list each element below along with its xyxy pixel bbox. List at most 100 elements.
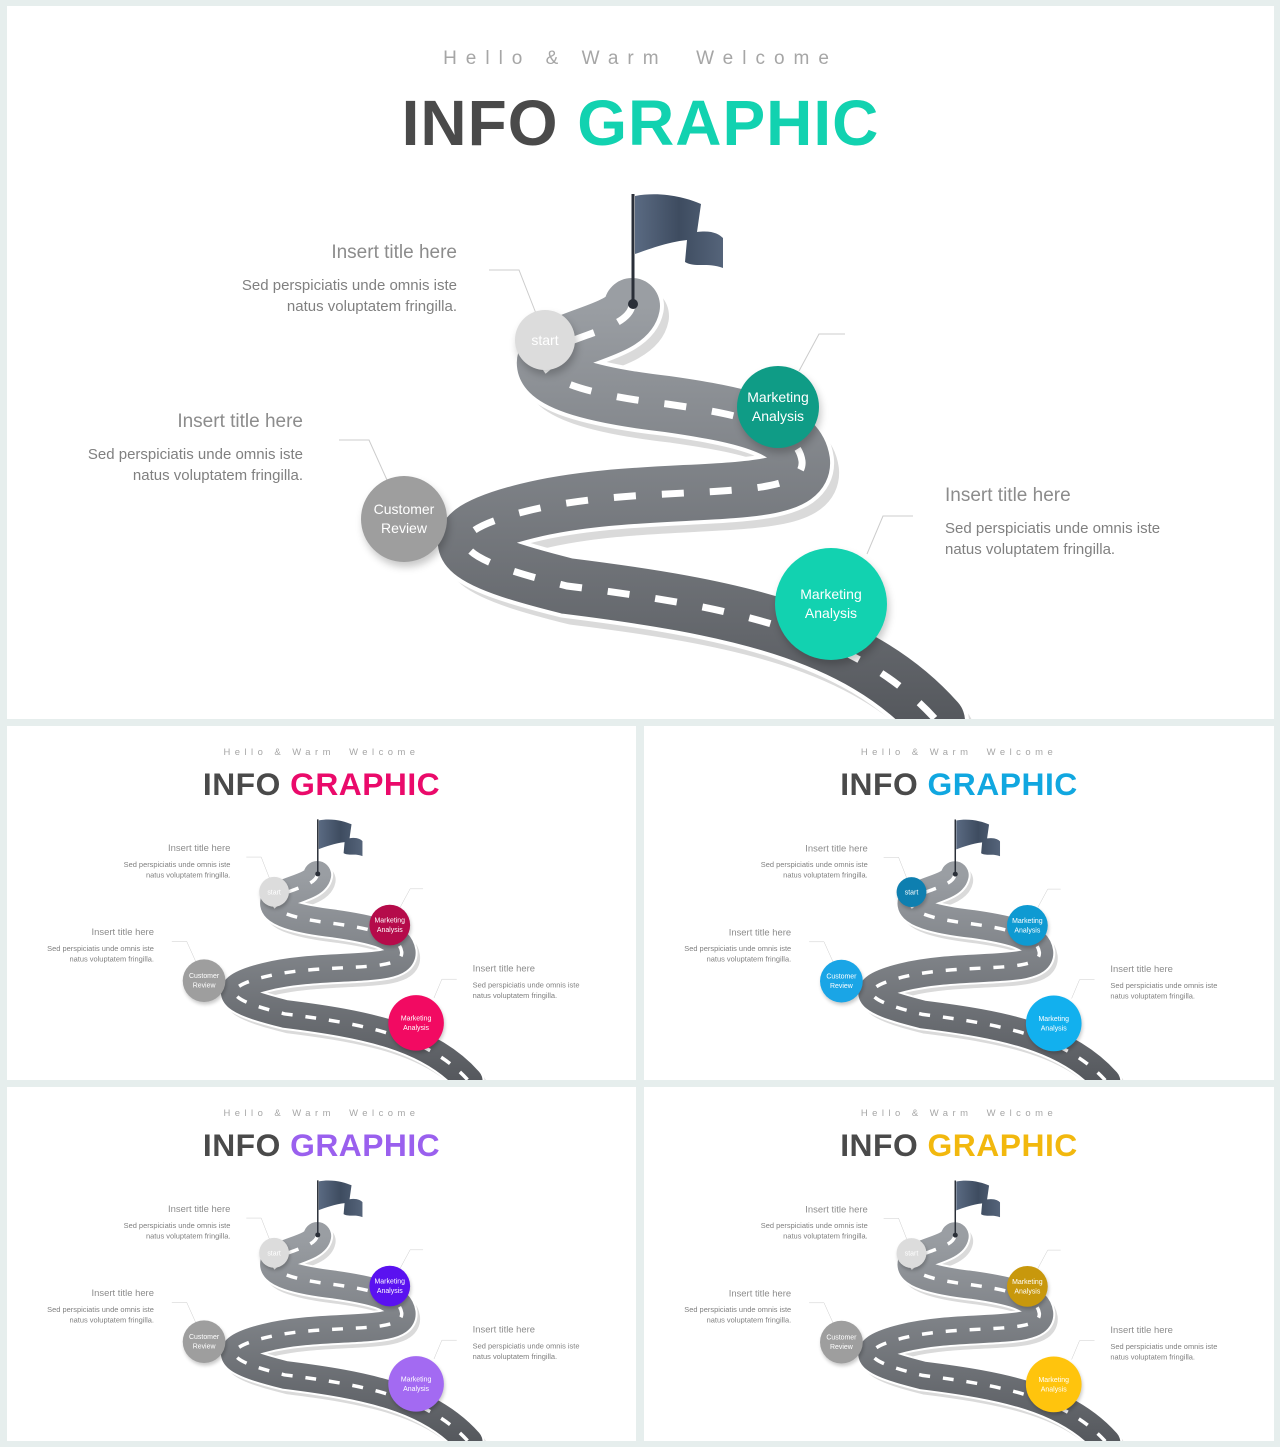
road-diagram bbox=[809, 1180, 1124, 1441]
item-desc-line-1: Sed perspiciatis unde omnis iste bbox=[760, 1221, 868, 1231]
step-m1-line-1: Marketing bbox=[374, 1277, 406, 1286]
text-block-2: Insert title here Sed perspiciatis unde … bbox=[30, 927, 154, 964]
step-m2-line-2: Analysis bbox=[403, 1384, 430, 1393]
step-start-label: start bbox=[531, 331, 559, 348]
header-subtitle: Hello & Warm Welcome bbox=[860, 746, 1058, 758]
text-block-3: Insert title here Sed perspiciatis unde … bbox=[1110, 964, 1239, 1001]
flag-icon bbox=[628, 194, 723, 309]
callout-line-3 bbox=[399, 888, 424, 908]
step-m1-line-2: Analysis bbox=[376, 925, 403, 934]
item-desc-line-1: Sed perspiciatis unde omnis iste bbox=[123, 1221, 231, 1230]
title-part-graphic: GRAPHIC bbox=[577, 87, 880, 159]
item-desc-line-1: Sed perspiciatis unde omnis iste bbox=[684, 1305, 792, 1315]
item-title: Insert title here bbox=[177, 411, 303, 432]
item-desc-line-1: Sed perspiciatis unde omnis iste bbox=[760, 860, 868, 870]
callout-line-2 bbox=[809, 941, 834, 962]
item-desc-line-2: natus voluptatem fringilla. bbox=[132, 467, 303, 484]
step-start-circle: start bbox=[259, 1237, 289, 1268]
item-desc-line-2: natus voluptatem fringilla. bbox=[783, 871, 868, 880]
road-center-line bbox=[462, 304, 940, 719]
callout-line-1 bbox=[246, 1217, 271, 1241]
item-desc-line-1: Sed perspiciatis unde omnis iste bbox=[1110, 1342, 1218, 1352]
item-desc-line-1: Sed perspiciatis unde omnis iste bbox=[472, 981, 580, 990]
item-desc-line-1: Sed perspiciatis unde omnis iste bbox=[47, 944, 154, 953]
page-title: INFO GRAPHIC bbox=[7, 86, 1274, 160]
flag-icon bbox=[952, 819, 1001, 877]
step-m1-line-2: Analysis bbox=[376, 1286, 403, 1295]
callout-line-3 bbox=[399, 1249, 424, 1269]
title-part-info: INFO bbox=[202, 1127, 281, 1163]
item-title: Insert title here bbox=[805, 1204, 868, 1215]
callout-line-1 bbox=[489, 269, 538, 317]
text-block-2: Insert title here Sed perspiciatis unde … bbox=[30, 1288, 154, 1325]
item-desc-line-1: Sed perspiciatis unde omnis iste bbox=[87, 446, 303, 463]
text-block-3: Insert title here Sed perspiciatis unde … bbox=[1110, 1325, 1239, 1362]
callout-line-2 bbox=[171, 941, 196, 962]
callout-line-2 bbox=[809, 1302, 834, 1323]
flag-icon bbox=[315, 819, 363, 877]
header-subtitle: Hello & Warm Welcome bbox=[223, 746, 420, 758]
step-review-line-1: Customer bbox=[826, 972, 857, 981]
item-desc-line-1: Sed perspiciatis unde omnis iste bbox=[1110, 981, 1218, 991]
callout-line-3 bbox=[798, 333, 845, 372]
title-part-info: INFO bbox=[401, 87, 559, 159]
item-desc-line-1: Sed perspiciatis unde omnis iste bbox=[684, 944, 792, 954]
callout-line-4 bbox=[433, 978, 457, 999]
item-title: Insert title here bbox=[472, 963, 536, 975]
item-title: Insert title here bbox=[728, 927, 792, 938]
item-desc-line-2: natus voluptatem fringilla. bbox=[69, 954, 154, 964]
text-block-2: Insert title here Sed perspiciatis unde … bbox=[53, 411, 303, 486]
road-diagram bbox=[809, 819, 1124, 1080]
step-m2-line-1: Marketing bbox=[1038, 1014, 1070, 1023]
flag-icon bbox=[952, 1180, 1001, 1238]
item-desc-line-2: natus voluptatem fringilla. bbox=[472, 991, 558, 1001]
item-title: Insert title here bbox=[168, 843, 231, 854]
callout-line-1 bbox=[246, 856, 271, 880]
callout-line-2 bbox=[339, 439, 388, 481]
step-m2-line-1: Marketing bbox=[800, 586, 862, 602]
callout-line-3 bbox=[1037, 1249, 1061, 1269]
step-review-line-2: Review bbox=[829, 981, 853, 990]
text-block-1: Insert title here Sed perspiciatis unde … bbox=[106, 843, 231, 880]
header-subtitle: Hello & Warm Welcome bbox=[443, 48, 838, 69]
step-review-line-1: Customer bbox=[189, 971, 220, 980]
callout-line-4 bbox=[433, 1339, 457, 1360]
header-subtitle: Hello & Warm Welcome bbox=[860, 1107, 1058, 1119]
road bbox=[858, 861, 1121, 1080]
step-m1-line-1: Marketing bbox=[1012, 916, 1043, 925]
step-review-line-2: Review bbox=[381, 520, 427, 536]
slide-content: Hello & Warm Welcome INFO GRAPHIC Insert… bbox=[7, 6, 1274, 719]
text-block-1: Insert title here Sed perspiciatis unde … bbox=[106, 1204, 231, 1241]
item-title: Insert title here bbox=[91, 1288, 154, 1299]
item-title: Insert title here bbox=[331, 242, 457, 263]
page-title: INFO GRAPHIC bbox=[644, 766, 1274, 803]
step-start-circle: start bbox=[515, 310, 575, 370]
text-block-3: Insert title here Sed perspiciatis unde … bbox=[473, 964, 602, 1001]
slide-content: Hello & Warm Welcome INFO GRAPHIC Insert… bbox=[644, 1087, 1274, 1441]
step-review-line-1: Customer bbox=[826, 1333, 857, 1342]
item-desc-line-2: natus voluptatem fringilla. bbox=[472, 1352, 558, 1362]
road-diagram bbox=[171, 1180, 486, 1441]
item-desc-line-2: natus voluptatem fringilla. bbox=[706, 1316, 792, 1325]
step-m2-line-2: Analysis bbox=[1040, 1384, 1067, 1393]
step-start-label: start bbox=[267, 1248, 281, 1257]
road-diagram bbox=[339, 194, 972, 719]
callout-line-4 bbox=[1071, 979, 1095, 999]
text-block-1: Insert title here Sed perspiciatis unde … bbox=[743, 1204, 868, 1241]
slide-teal-large: Hello & Warm Welcome INFO GRAPHIC Insert… bbox=[7, 6, 1274, 719]
step-start-circle: start bbox=[896, 1238, 927, 1268]
step-review-line-2: Review bbox=[192, 1342, 216, 1351]
step-review-line-1: Customer bbox=[189, 1332, 220, 1341]
step-start-label: start bbox=[904, 1248, 919, 1257]
item-title: Insert title here bbox=[945, 485, 1071, 506]
step-start-circle: start bbox=[259, 876, 289, 907]
text-block-1: Insert title here Sed perspiciatis unde … bbox=[743, 843, 868, 880]
step-m1-line-2: Analysis bbox=[1014, 925, 1041, 934]
